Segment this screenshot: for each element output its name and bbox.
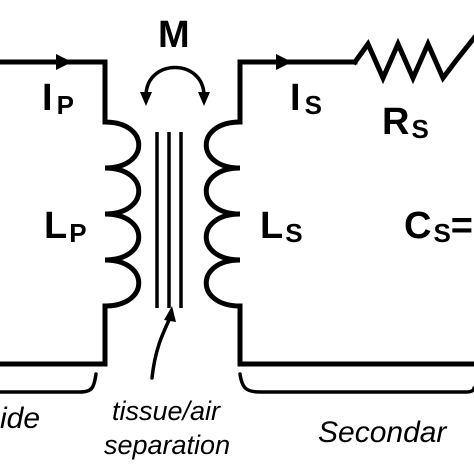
secondary-resistor xyxy=(351,34,474,85)
primary-side-brace xyxy=(0,372,98,394)
primary-inductor-coil xyxy=(102,119,142,309)
separation-pointer-line xyxy=(150,316,172,380)
secondary-resistor-label: RS xyxy=(382,101,429,144)
secondary-inductor-coil xyxy=(203,119,243,309)
primary-top-wire xyxy=(0,59,108,125)
separation-pointer-head xyxy=(164,306,176,322)
secondary-top-wire xyxy=(237,59,358,125)
secondary-capacitor-label: CS= xyxy=(404,205,473,248)
secondary-inductor-label: LS xyxy=(260,205,303,248)
mutual-arrowhead-left xyxy=(140,92,152,106)
primary-inductor-label: LP xyxy=(44,205,87,248)
secondary-bottom-wire xyxy=(237,303,474,367)
mutual-arrowhead-right xyxy=(198,92,210,106)
secondary-side-label: Secondar xyxy=(318,416,447,449)
secondary-side-brace xyxy=(238,372,474,394)
separation-label-line1: tissue/air xyxy=(112,396,221,426)
mutual-inductance-arc xyxy=(144,65,206,98)
primary-bottom-wire xyxy=(0,305,108,367)
primary-side-label: ide xyxy=(0,402,40,435)
mutual-inductance-label: M xyxy=(158,14,190,56)
separation-label-line2: separation xyxy=(104,430,230,460)
secondary-current-arrow xyxy=(276,54,292,70)
primary-current-arrow xyxy=(56,54,72,70)
